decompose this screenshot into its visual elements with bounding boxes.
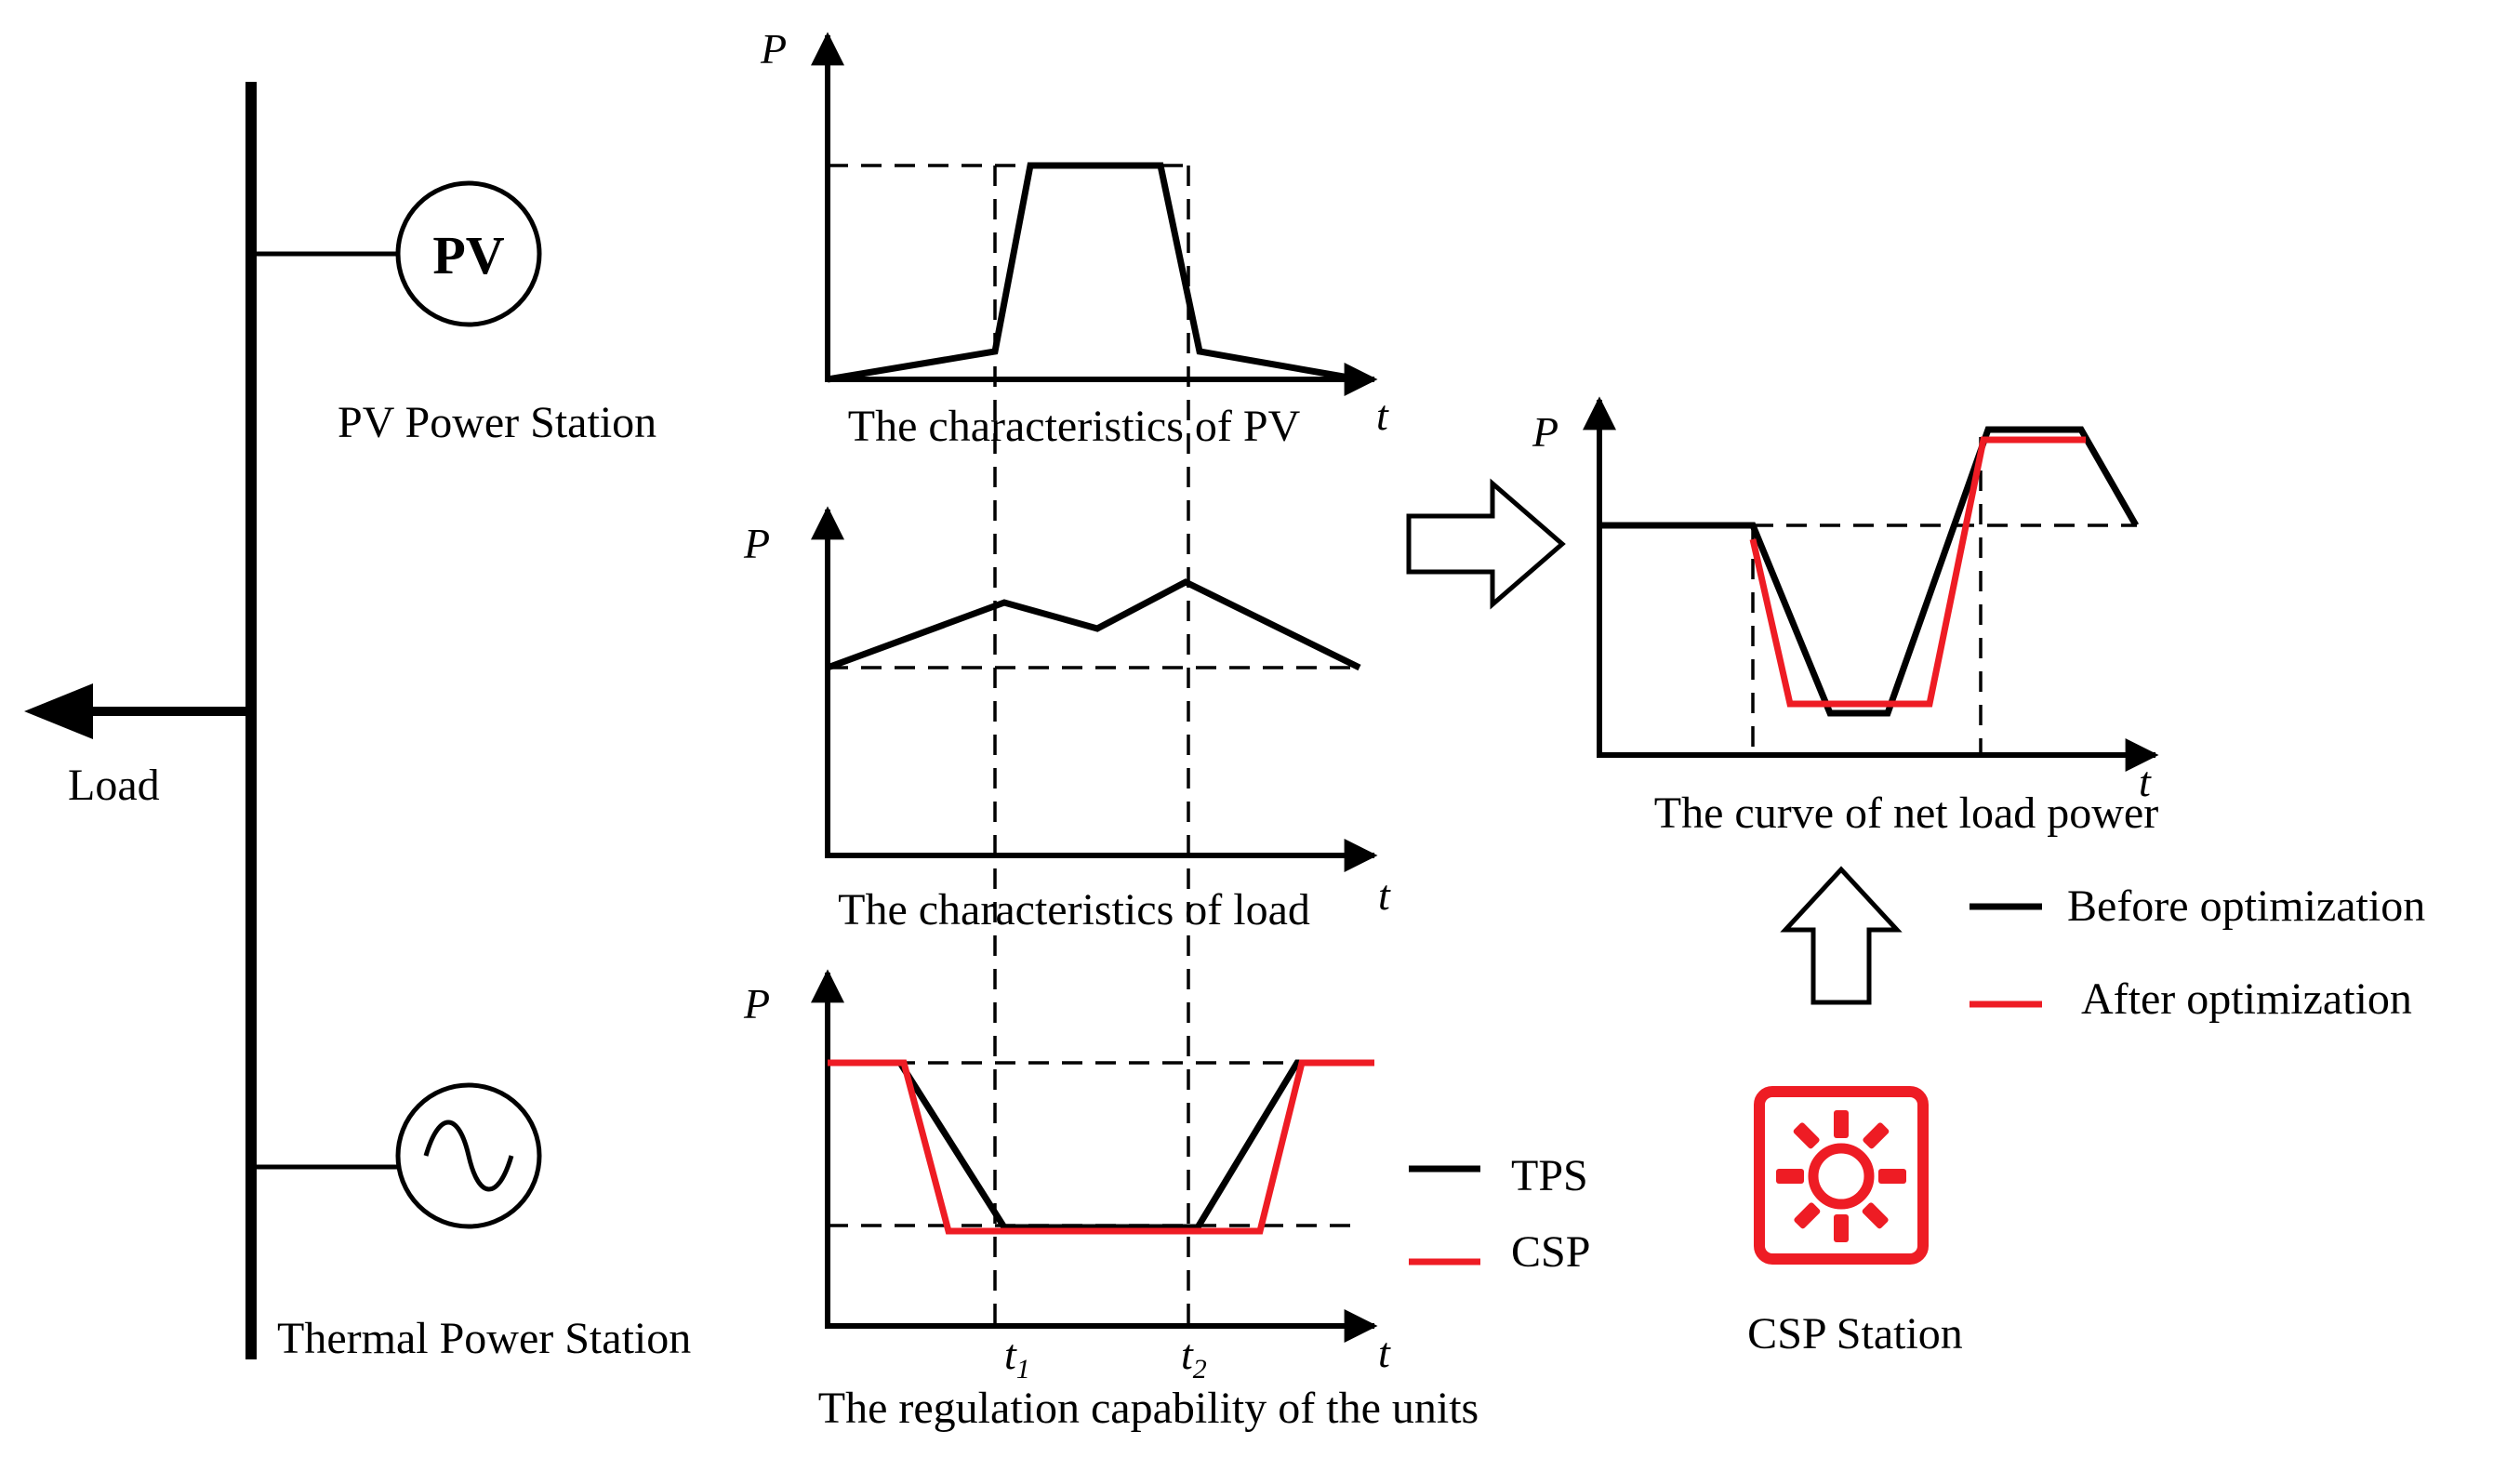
net-panel-caption: The curve of net load power [1654, 789, 2158, 838]
regulation-x-label: t [1378, 1329, 1391, 1376]
pv-curve [827, 162, 1360, 383]
pv-panel-caption: The characteristics of PV [848, 402, 1301, 451]
pv-circle [395, 180, 542, 327]
legend-before-label: Before optimization [2067, 881, 2425, 931]
ac-sine-icon [423, 1120, 514, 1192]
regulation-panel: P t t1 t2 TPS CSP The regulation capabil… [743, 969, 1590, 1433]
load-y-label: P [743, 520, 770, 567]
pv-x-label: t [1376, 391, 1389, 439]
bus-group: PV PV Power Station Load Thermal Power S… [24, 82, 691, 1363]
pv-y-label: P [760, 25, 787, 73]
csp-box [1754, 1086, 1929, 1265]
regulation-panel-caption: The regulation capability of the units [818, 1384, 1479, 1433]
after-optimization-curve [1749, 436, 2086, 708]
pv-station-label: PV Power Station [338, 398, 657, 447]
net-load-panel: P t The curve of net load power [1532, 396, 2159, 838]
load-label: Load [68, 761, 160, 810]
legend-csp-label: CSP [1511, 1227, 1590, 1277]
hollow-up-arrow-icon [1780, 866, 1903, 1005]
csp-curve [828, 1059, 1374, 1235]
thermal-station-label: Thermal Power Station [277, 1314, 691, 1363]
before-optimization-curve [1599, 426, 2140, 717]
t2-label: t2 [1181, 1331, 1207, 1385]
csp-station: CSP Station [1747, 1086, 1963, 1358]
net-x-label: t [2139, 758, 2152, 805]
load-curve [826, 578, 1361, 671]
load-panel: P t The characteristics of load [743, 506, 1391, 934]
legend-tps-label: TPS [1511, 1151, 1588, 1200]
sun-icon [1776, 1110, 1906, 1242]
thermal-circle [395, 1082, 542, 1229]
load-x-label: t [1378, 871, 1391, 919]
hollow-right-arrow-icon [1406, 478, 1566, 610]
regulation-y-label: P [743, 980, 770, 1027]
pv-panel: P t The characteristics of PV [760, 25, 1389, 451]
load-panel-caption: The characteristics of load [838, 885, 1310, 934]
load-arrow-head [24, 683, 93, 739]
t1-label: t1 [1004, 1331, 1030, 1385]
pv-symbol: PV [432, 225, 504, 285]
csp-station-label: CSP Station [1747, 1309, 1963, 1358]
net-y-label: P [1532, 408, 1558, 456]
legend-after-label: After optimization [2081, 974, 2412, 1024]
